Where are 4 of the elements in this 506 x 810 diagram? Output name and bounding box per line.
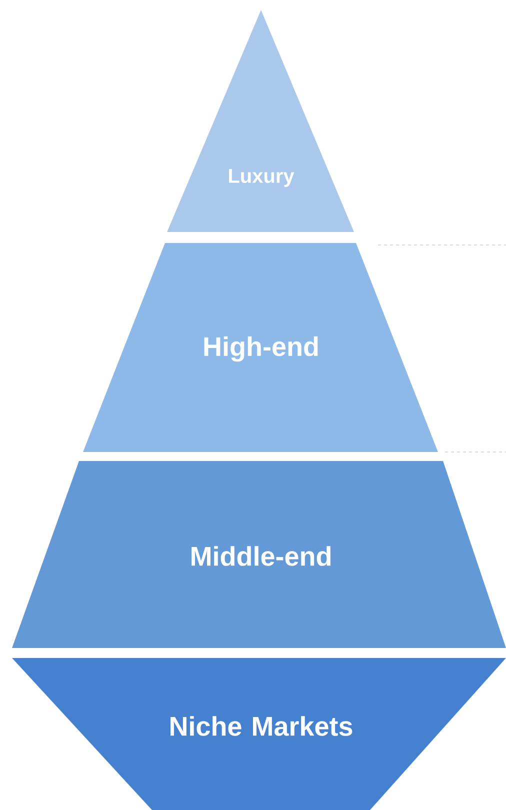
pyramid-tier: Luxury xyxy=(167,10,354,232)
pyramid-tier: High-end xyxy=(83,243,438,452)
pyramid-tier: Middle-end xyxy=(12,461,506,648)
pyramid-tier: Niche Markets xyxy=(12,658,506,810)
